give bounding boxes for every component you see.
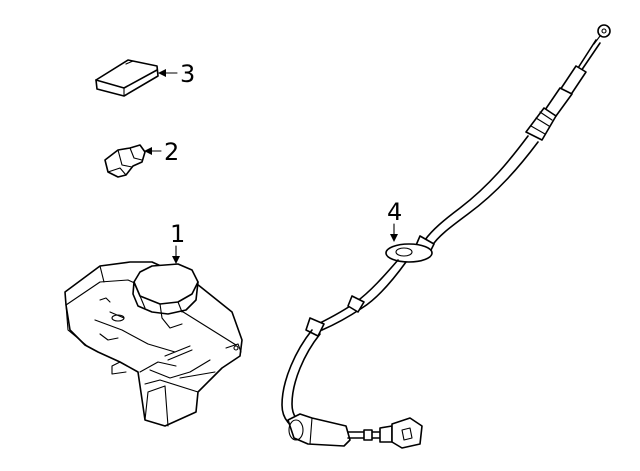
part-2-clip (104, 144, 146, 178)
callout-4-label: 4 (387, 198, 402, 226)
part-1-shifter-assembly (64, 261, 243, 427)
callout-2-label: 2 (164, 138, 179, 166)
part-4-shift-cable (281, 24, 611, 449)
callout-1-label: 1 (170, 220, 185, 248)
callout-2: 2 (144, 138, 179, 166)
callout-1: 1 (170, 220, 185, 264)
callout-3-label: 3 (180, 60, 195, 88)
part-3-pad (95, 59, 159, 97)
callout-3: 3 (158, 60, 195, 88)
callout-4: 4 (387, 198, 402, 242)
